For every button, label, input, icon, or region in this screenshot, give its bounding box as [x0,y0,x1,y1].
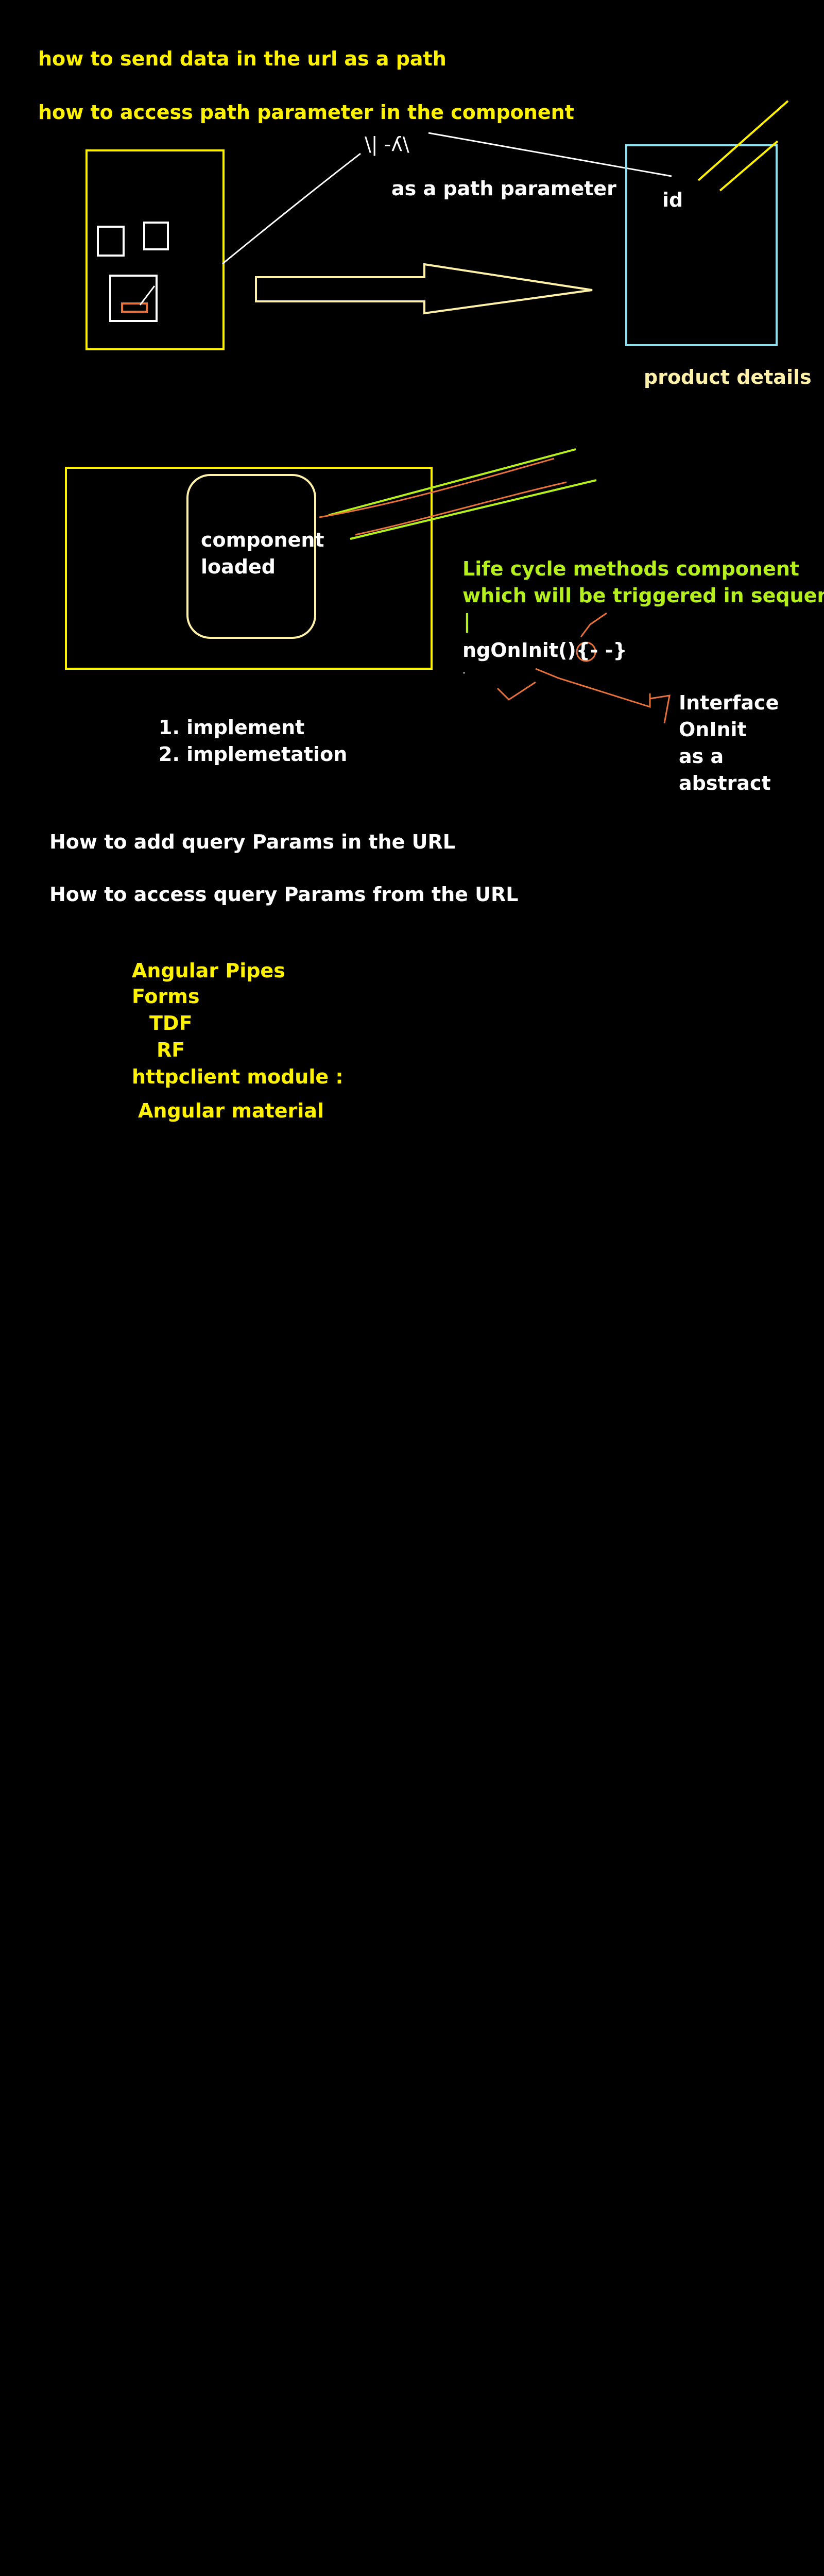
query-params-access: How to access query Params from the URL [49,883,519,906]
orange-tick-mark [580,612,607,637]
diagonal-stroke-1 [697,100,789,181]
topic-angular-pipes: Angular Pipes [132,959,285,982]
target-caption: product details [644,366,812,388]
orange-checkmark [496,681,536,701]
lifecycle-line-2: which will be triggered in sequence [462,584,824,607]
step-item-1: 1. implement [159,716,305,739]
orange-stroke-2 [355,481,567,536]
heading-send-data: how to send data in the url as a path [38,47,447,70]
interface-note-line-4: abstract [679,772,771,794]
topic-tdf: TDF [149,1012,193,1035]
orange-stroke-1 [319,457,555,518]
topic-angular-material: Angular material [138,1099,324,1122]
lifecycle-bar: | [464,610,471,633]
lime-stroke-2 [350,479,597,540]
step-item-2: 2. implemetation [159,743,348,766]
navigation-arrow [255,263,593,315]
ng-on-init-code: ngOnInit(){- -} [462,639,627,662]
orange-bracket-line [535,668,671,724]
component-box-line-2: loaded [201,555,276,578]
diagonal-stroke-2 [719,140,779,192]
link-pointer-stroke [139,285,156,306]
target-param-id: id [662,189,683,211]
interface-note-line-2: OnInit [679,718,747,741]
heading-access-path-param: how to access path parameter in the comp… [38,101,574,124]
id-pointer-line [428,132,672,177]
query-params-add: How to add query Params in the URL [49,831,455,853]
url-connector-line [222,152,361,265]
interface-note-line-3: as a [679,745,724,768]
source-component-box [85,149,225,350]
target-component-box [625,144,778,346]
url-scribble: \| -ʎ\ [365,133,409,156]
topic-rf: RF [157,1039,185,1061]
small-square-right [143,222,169,250]
component-box-line-1: component [201,529,324,551]
link-button [121,302,148,313]
orange-circle-mark [576,641,596,662]
topic-httpclient-module: httpclient module : [132,1065,344,1088]
link-box [109,275,158,322]
topic-forms: Forms [132,985,200,1008]
interface-note-line-1: Interface [679,691,779,714]
component-loaded-box [186,474,316,639]
lifecycle-outer-box [65,467,433,670]
small-square-left [97,226,125,257]
arrow-label: as a path parameter [391,177,616,200]
lifecycle-line-1: Life cycle methods component [462,557,799,580]
lime-stroke-1 [328,448,576,516]
